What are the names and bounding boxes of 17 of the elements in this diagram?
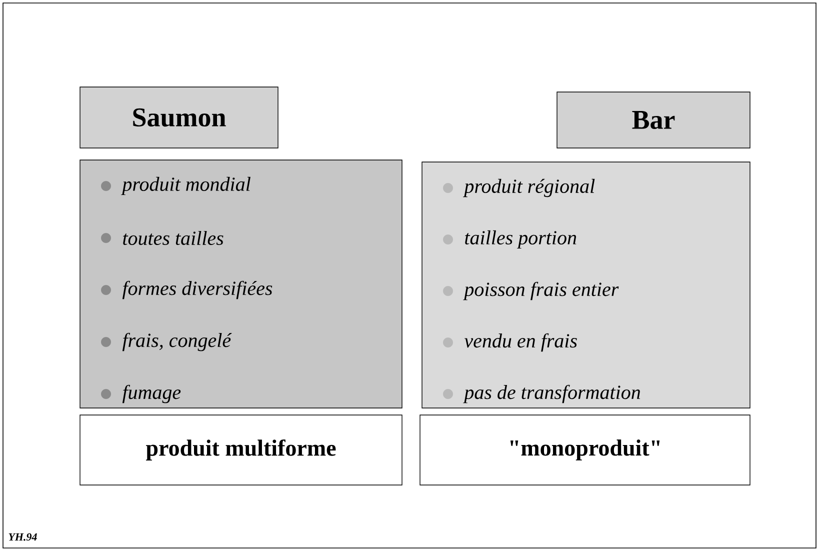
- list-box: [422, 162, 750, 408]
- list-item: tailles portion: [443, 230, 576, 249]
- list-item: fumage: [101, 384, 181, 404]
- list-item: formes diversifiées: [101, 280, 272, 300]
- list-box: [80, 160, 402, 408]
- title-box: Bar: [556, 92, 750, 148]
- list-item: vendu en frais: [443, 333, 577, 352]
- author-note: YH.94: [8, 533, 37, 541]
- title-box: Saumon: [80, 86, 278, 148]
- list-item: produit régional: [443, 178, 595, 198]
- summary-box: "monoproduit": [420, 414, 750, 486]
- list-item: toutes tailles: [101, 230, 224, 246]
- list-item: frais, congelé: [101, 332, 232, 352]
- list-item: pas de transformation: [443, 384, 640, 404]
- list-item: poisson frais entier: [443, 282, 619, 300]
- list-item: produit mondial: [101, 176, 250, 196]
- summary-box: produit multiforme: [80, 414, 402, 486]
